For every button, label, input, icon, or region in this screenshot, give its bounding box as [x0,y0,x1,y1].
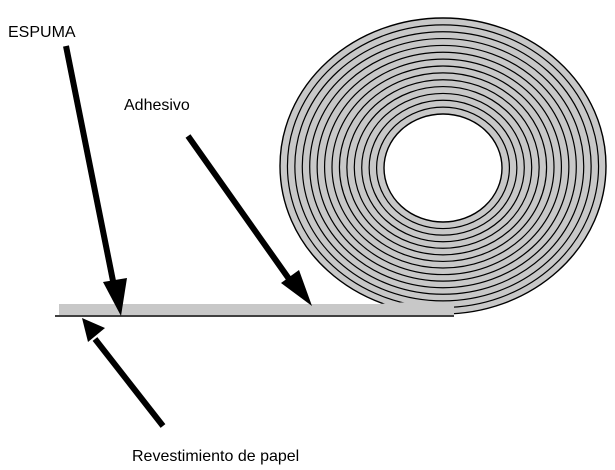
tape-roll [279,17,607,315]
adhesive-label: Adhesivo [124,97,190,114]
arrow-foam [63,45,127,316]
roll-ring [309,44,577,289]
roll-ring [361,92,525,243]
roll-ring [294,31,592,302]
paper-liner-label: Revestimiento de papel [132,448,300,465]
roll-tail-joint [380,302,454,315]
roll-ring [331,65,555,269]
arrow-adhesive [185,134,312,306]
roll-ring [346,79,540,256]
foam-strip [59,304,454,315]
foam-label: ESPUMA [8,24,76,41]
roll-ring [353,85,533,249]
roll-ring [316,51,570,282]
arrow-liner [82,318,166,428]
roll-ring [375,106,511,230]
roll-ring [338,72,548,263]
roll-ring [301,37,585,295]
roll-core-hole [383,113,503,223]
roll-ring [368,99,518,236]
roll-ring [323,58,563,276]
